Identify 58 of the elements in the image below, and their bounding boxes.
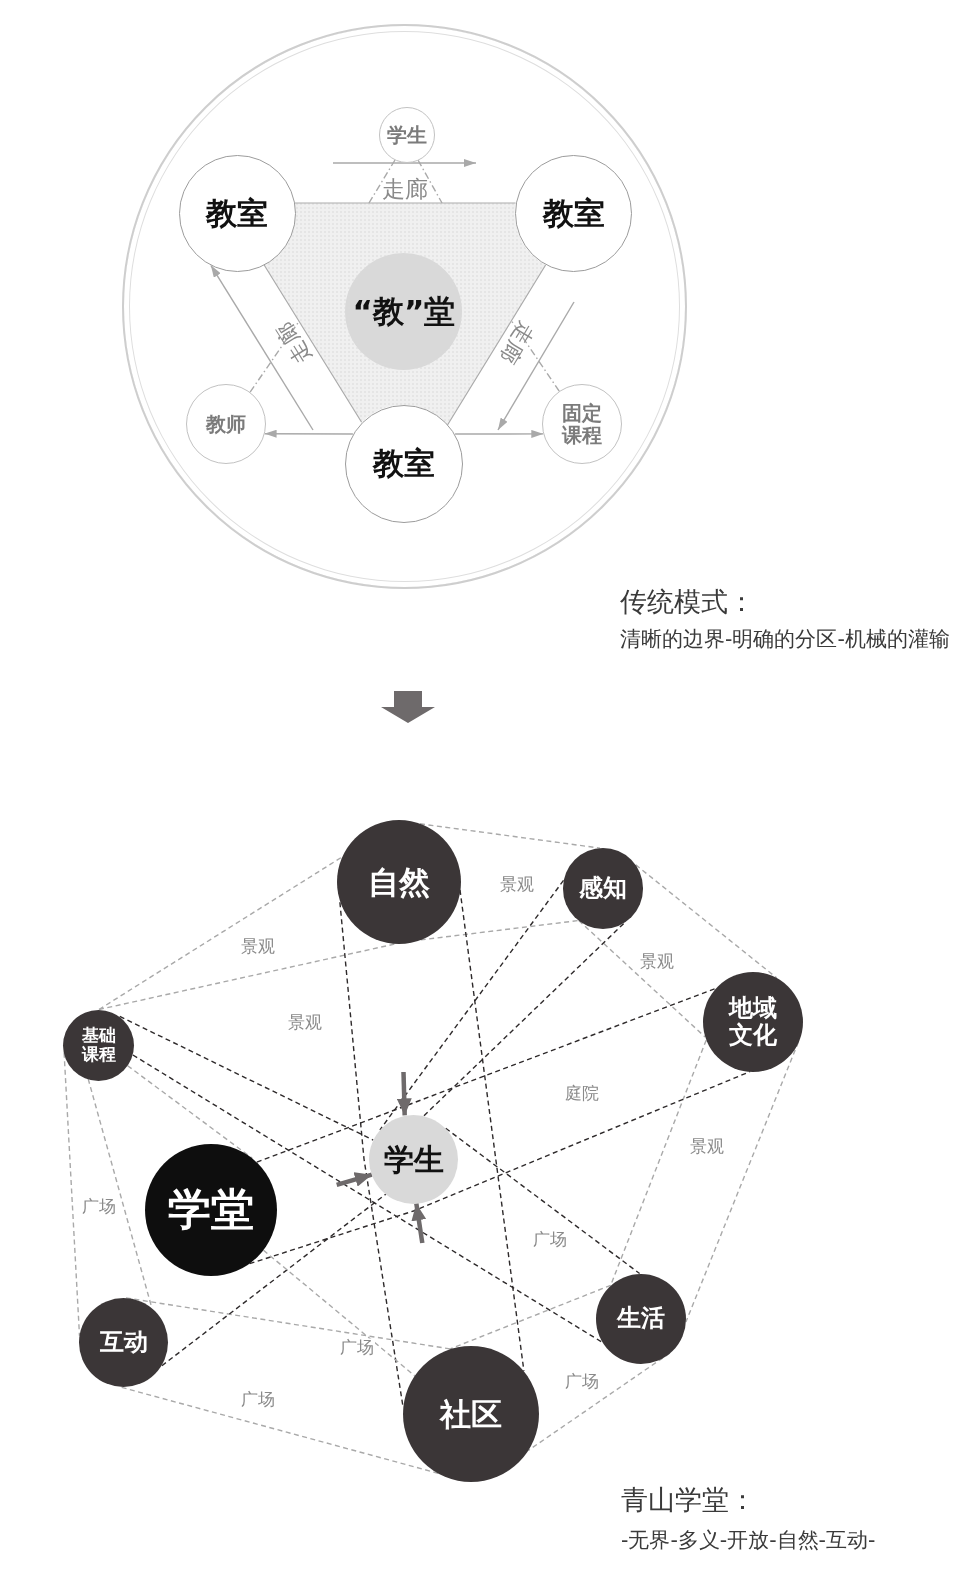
arrow — [411, 1203, 427, 1244]
area-label: 广场 — [532, 1230, 568, 1250]
area-label: 广场 — [81, 1197, 118, 1217]
corridor-label: 走廊 — [494, 317, 539, 369]
caption-text: -无界-多义-开放-自然-互动- — [621, 1529, 876, 1553]
circle-node: 自然 — [336, 820, 461, 944]
area-label: 广场 — [338, 1338, 375, 1358]
center-circle: 学生 — [369, 1114, 458, 1204]
dashed-line — [119, 1386, 439, 1474]
area-label: 广场 — [563, 1372, 600, 1392]
dashed-line — [445, 1127, 641, 1275]
area-label: 景观 — [638, 952, 675, 972]
leader-line — [510, 320, 560, 392]
circle-node: 教室 — [178, 154, 296, 272]
arrow — [454, 429, 544, 438]
dashed-line — [635, 864, 778, 979]
leader-line — [368, 159, 396, 204]
area-label: 广场 — [240, 1390, 277, 1410]
leader-line — [249, 320, 300, 393]
dashed-line — [379, 879, 565, 1131]
area-label: 庭院 — [563, 1084, 600, 1104]
dashed-line — [420, 919, 580, 941]
small-circle: 教师 — [185, 384, 266, 464]
dashed-line — [98, 943, 396, 1011]
circle-node: 基础课程 — [63, 1009, 135, 1081]
circle-node: 地域文化 — [702, 971, 803, 1072]
arrow — [263, 429, 354, 438]
small-circle: 学生 — [378, 106, 435, 163]
area-label: 景观 — [688, 1137, 725, 1157]
area-label: 景观 — [287, 1013, 323, 1033]
corridor-label: 走廊 — [381, 175, 428, 203]
corridor-label: 走廊 — [271, 317, 317, 369]
large-circle: 学堂 — [145, 1144, 278, 1276]
caption-title: 青山学堂： — [621, 1484, 756, 1516]
area-label: 景观 — [240, 937, 276, 957]
circle-node: 教室 — [515, 155, 632, 272]
circle-node: 社区 — [403, 1345, 539, 1482]
dashed-line — [256, 987, 716, 1163]
dashed-line — [119, 1015, 374, 1141]
arrow — [336, 1172, 373, 1187]
circle-node: 生活 — [596, 1273, 686, 1364]
dashed-line — [161, 1193, 387, 1367]
dashed-line — [419, 823, 601, 849]
caption-title: 传统模式： — [620, 586, 755, 618]
small-circle: 固定课程 — [542, 384, 622, 464]
circle-node: 教室 — [345, 404, 463, 523]
arrow — [396, 1071, 412, 1116]
dashed-line — [132, 1054, 604, 1344]
caption-text: 清晰的边界-明确的分区-机械的灌输 — [620, 628, 950, 652]
area-label: 景观 — [498, 875, 535, 895]
dashed-line — [98, 856, 343, 1011]
circle-node: 互动 — [79, 1297, 169, 1388]
leader-line — [417, 159, 443, 204]
dashed-line — [610, 1039, 707, 1286]
dashed-line — [248, 1070, 751, 1265]
dashed-line — [125, 1297, 451, 1350]
arrow — [210, 264, 314, 431]
circle-node: 感知 — [562, 848, 644, 929]
